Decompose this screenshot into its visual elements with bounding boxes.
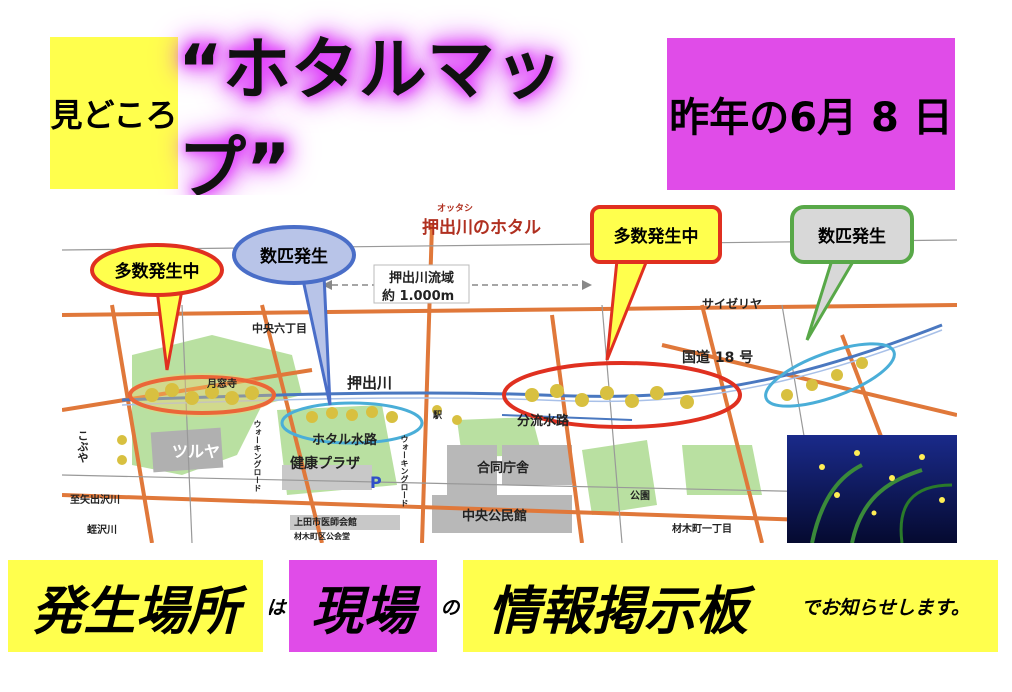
zone-blue-1 [280,401,424,445]
building [447,445,497,500]
notice-seg-2-text: は [266,596,286,619]
notice-seg-1: 発生場所 [8,560,263,652]
label-hotaru-suiro: ホタル水路 [312,433,378,448]
date-label: 昨年の6月 8 日 [667,38,955,190]
label-eki: 駅 [431,410,441,419]
firefly-photo [787,435,957,544]
label-zaimoku1: 材木町一丁目 [672,524,732,535]
basin-arrowhead [322,280,332,290]
green-area [582,440,657,515]
bottom-notice: 発生場所 は 現場 の 情報掲示板 でお知らせします。 [0,560,1012,652]
page-title: “ホタルマップ” [178,31,658,209]
label-kokudo18: 国道 18 号 [682,350,754,366]
label-parking: P [370,473,382,492]
callout-4: 数匹発生 [790,205,914,341]
label-oshidashigawa: 押出川 [347,374,393,392]
label-chuo6: 中央六丁目 [252,322,307,335]
river-bank [121,329,943,406]
label-kenko-plaza: 健康プラザ [290,456,360,472]
miru-label: 見どころ [50,37,178,189]
callout-2-text: 数匹発生 [260,246,328,267]
building-kenko-plaza [282,465,372,490]
callout-2: 数匹発生 [232,225,356,406]
label-gettsuji: 月窓寺 [207,379,237,390]
notice-seg-1-text: 発生場所 [31,581,240,642]
label-godo-chosha: 合同庁舎 [477,461,530,476]
building-tsuruya [150,427,224,473]
basin-label-line1: 押出川流域 [389,271,455,286]
callout-4-text: 数匹発生 [818,226,886,247]
basin-box [373,264,470,304]
notice-seg-4-text: の [440,596,460,619]
notice-seg-2: は [263,560,289,652]
label-koen: 公園 [630,491,650,502]
callout-3: 多数発生中 [590,205,722,361]
callout-3-text: 多数発生中 [614,226,699,247]
label-hebizawa: 蛭沢川 [87,525,117,536]
callout-1: 多数発生中 [90,243,224,371]
notice-seg-3-text: 現場 [310,581,415,642]
label-tsuruya: ツルヤ [172,442,221,461]
label-bunryu-suiro: 分流水路 [517,414,570,429]
notice-seg-5-text: 情報掲示板 [487,581,748,642]
zone-red-2 [502,361,742,429]
basin-label-line2: 約 1.000m [382,289,455,304]
label-kofuya: こぶや [76,430,89,463]
building-godo-chosha [502,445,572,485]
callout-1-text: 多数発生中 [115,261,200,282]
date-text: 昨年の6月 8 日 [669,95,953,141]
notice-seg-5: 情報掲示板 [463,560,773,652]
label-walking-road: ウォーキングロード [253,420,262,492]
label-chuo-kominkan: 中央公民館 [462,509,528,524]
notice-seg-6: でお知らせします。 [773,560,998,652]
label-shiyaku-hebizawa: 至矢出沢川 [70,495,120,506]
zone-glow-1 [128,373,276,417]
map-title: 押出川のホタル [422,218,541,238]
firefly-map: 多数発生中 数匹発生 多数発生中 数匹発生 [61,195,958,544]
zone-blue-2 [764,342,896,408]
label-walking-road-2: ウォーキングロード [400,435,409,507]
label-saizeriya: サイゼリヤ [702,297,763,311]
notice-seg-3: 現場 [289,560,437,652]
label-ishikai: 上田市医師会館 [294,518,358,528]
map-svg: 多数発生中 数匹発生 多数発生中 数匹発生 [61,195,958,544]
map-title-ruby: オッタシ [437,204,474,214]
label-zaimoku-kominkan: 材木町区公会堂 [294,532,350,541]
page-title-text: “ホタルマップ” [178,30,563,209]
building-kominkan [432,495,572,533]
firefly-dots [117,357,868,465]
bunryu-channel [501,414,633,421]
basin-arrowhead [582,280,592,290]
miru-text: 見どころ [50,96,178,134]
notice-seg-6-text: でお知らせします。 [801,596,970,619]
zone-red-1 [128,375,276,415]
notice-seg-4: の [437,560,463,652]
